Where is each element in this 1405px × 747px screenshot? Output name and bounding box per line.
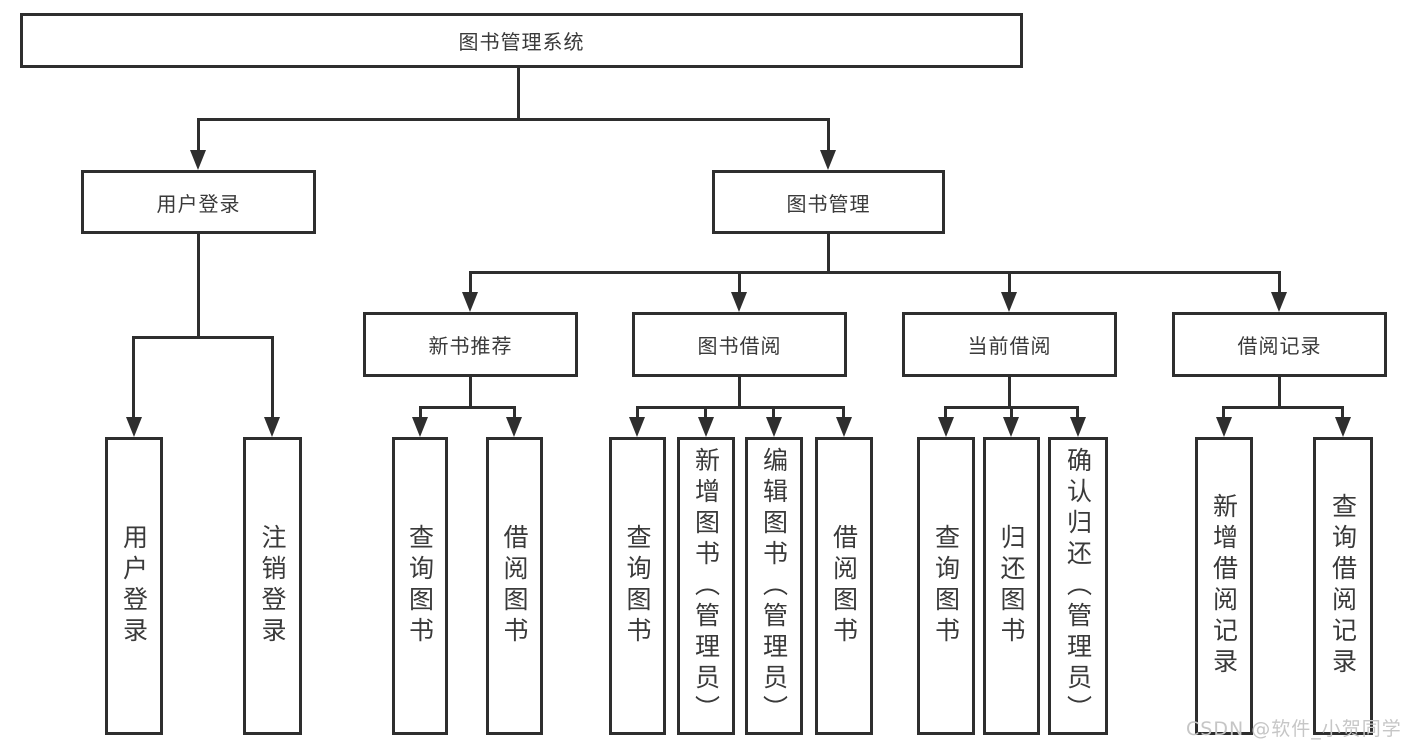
connector-line [513,406,516,419]
node-book-borrow: 图书借阅 [632,312,847,377]
node-current-borrow-label: 当前借阅 [967,334,1052,358]
node-book-management-label: 图书管理 [786,191,871,216]
leaf-user-login: 用户登录 [105,437,163,735]
leaf-edit-book-admin: 编辑图书（管理员） [745,437,803,735]
watermark: CSDN @软件_小贺同学 [1186,718,1402,740]
connector-line [827,234,830,273]
leaf-confirm-return-admin: 确认归还（管理员） [1048,437,1108,735]
connector-line [738,377,741,408]
connector-line [842,406,845,419]
arrow-down-icon [506,417,522,437]
leaf-query-borrow-record: 查询借阅记录 [1313,437,1373,735]
leaf-borrow-book-2-label: 借阅图书 [829,524,859,648]
leaf-logout: 注销登录 [243,437,302,735]
node-book-management: 图书管理 [712,170,945,234]
leaf-borrow-book-1-label: 借阅图书 [500,524,529,648]
arrow-down-icon [126,417,142,437]
leaf-query-book-3-label: 查询图书 [931,524,961,648]
connector-line [1222,406,1344,409]
arrow-down-icon [1271,292,1287,312]
connector-line [1008,271,1011,294]
leaf-query-borrow-record-label: 查询借阅记录 [1328,493,1358,679]
leaf-confirm-return-admin-label: 确认归还（管理员） [1063,446,1093,726]
leaf-return-book: 归还图书 [983,437,1040,735]
arrow-down-icon [698,417,714,437]
arrow-down-icon [190,150,206,170]
leaf-borrow-book-1: 借阅图书 [486,437,543,735]
leaf-borrow-book-2: 借阅图书 [815,437,873,735]
leaf-add-borrow-record: 新增借阅记录 [1195,437,1253,735]
connector-line [944,406,947,419]
connector-line [469,271,1281,274]
connector-line [517,68,520,121]
connector-line [704,406,707,419]
connector-line [469,377,472,408]
node-borrow-record-label: 借阅记录 [1237,334,1322,358]
arrow-down-icon [820,150,836,170]
connector-line [197,234,200,338]
arrow-down-icon [1003,417,1019,437]
node-root: 图书管理系统 [20,13,1023,68]
connector-line [1222,406,1225,419]
leaf-query-book-3: 查询图书 [917,437,975,735]
connector-line [636,406,639,419]
node-book-borrow-label: 图书借阅 [697,334,782,358]
connector-line [1278,377,1281,408]
connector-line [1076,406,1079,419]
arrow-down-icon [1070,417,1086,437]
arrow-down-icon [264,417,280,437]
connector-line [469,271,472,294]
leaf-user-login-label: 用户登录 [119,524,149,648]
connector-line [419,406,516,409]
node-new-book-recommend-label: 新书推荐 [428,334,513,358]
connector-line [197,118,200,152]
leaf-query-book-2-label: 查询图书 [623,524,652,648]
arrow-down-icon [629,417,645,437]
arrow-down-icon [412,417,428,437]
connector-line [197,118,830,121]
connector-line [132,336,135,419]
arrow-down-icon [1216,417,1232,437]
node-borrow-record: 借阅记录 [1172,312,1387,377]
leaf-query-book-1-label: 查询图书 [405,524,435,648]
connector-line [419,406,422,419]
leaf-return-book-label: 归还图书 [997,524,1026,648]
connector-line [772,406,775,419]
arrow-down-icon [766,417,782,437]
connector-line [1008,377,1011,408]
node-user-login-label: 用户登录 [156,191,241,216]
connector-line [271,336,274,419]
arrow-down-icon [938,417,954,437]
connector-line [738,271,741,294]
leaf-add-book-admin: 新增图书（管理员） [677,437,735,735]
connector-line [827,118,830,152]
leaf-query-book-2: 查询图书 [609,437,666,735]
connector-line [636,406,845,409]
arrow-down-icon [731,292,747,312]
connector-line [1010,406,1013,419]
connector-line [1341,406,1344,419]
connector-line [1278,271,1281,294]
arrow-down-icon [1001,292,1017,312]
leaf-add-borrow-record-label: 新增借阅记录 [1209,493,1239,679]
node-current-borrow: 当前借阅 [902,312,1117,377]
node-root-label: 图书管理系统 [458,30,585,54]
leaf-query-book-1: 查询图书 [392,437,448,735]
arrow-down-icon [836,417,852,437]
arrow-down-icon [1335,417,1351,437]
connector-line [132,336,274,339]
arrow-down-icon [462,292,478,312]
leaf-logout-label: 注销登录 [258,524,287,648]
node-user-login: 用户登录 [81,170,316,234]
node-new-book-recommend: 新书推荐 [363,312,578,377]
leaf-add-book-admin-label: 新增图书（管理员） [691,446,721,726]
leaf-edit-book-admin-label: 编辑图书（管理员） [759,446,789,726]
